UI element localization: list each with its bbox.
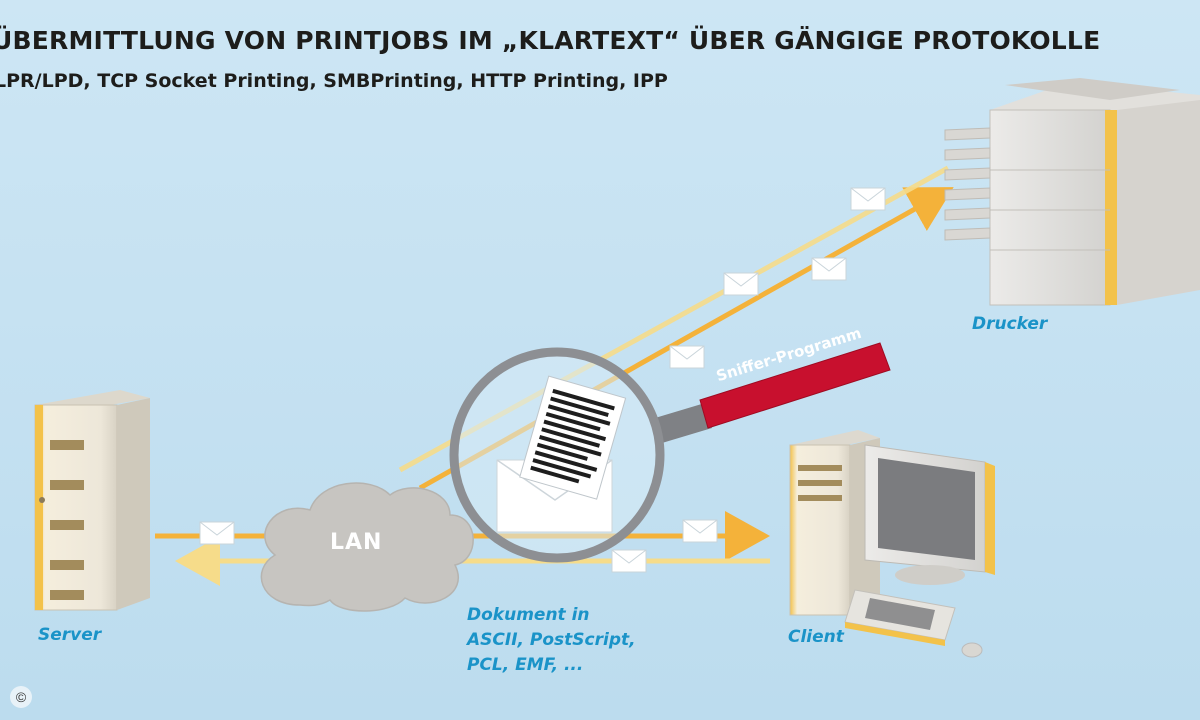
printer-label: Drucker [972, 314, 1048, 334]
envelope-icon [611, 549, 647, 573]
envelope-icon [811, 257, 847, 281]
server-icon [34, 390, 150, 611]
client-label: Client [788, 627, 844, 647]
lan-label: LAN [330, 530, 383, 555]
lan-cloud-icon [260, 482, 474, 612]
magnifier-handle [655, 342, 891, 443]
diagram-subtitle: LPR/LPD, TCP Socket Printing, SMBPrintin… [0, 70, 668, 92]
server-label: Server [38, 625, 102, 645]
document-format-line: PCL, EMF, ... [467, 655, 584, 675]
document-format-line: Dokument in [467, 605, 590, 625]
document-format-line: ASCII, PostScript, [467, 630, 636, 650]
magnifier-icon [449, 347, 665, 563]
printer-icon [944, 78, 1200, 306]
envelope-icon [682, 519, 718, 543]
envelope-icon [669, 345, 705, 369]
diagram-title: ÜBERMITTLUNG VON PRINTJOBS IM „KLARTEXT“… [0, 26, 1101, 55]
envelope-icon [199, 521, 235, 545]
copyright-icon: © [10, 686, 32, 708]
envelope-icon [850, 187, 886, 211]
envelope-icon [723, 272, 759, 296]
document-format-label: Dokument in ASCII, PostScript, PCL, EMF,… [467, 603, 636, 678]
client-computer-icon [789, 430, 995, 658]
